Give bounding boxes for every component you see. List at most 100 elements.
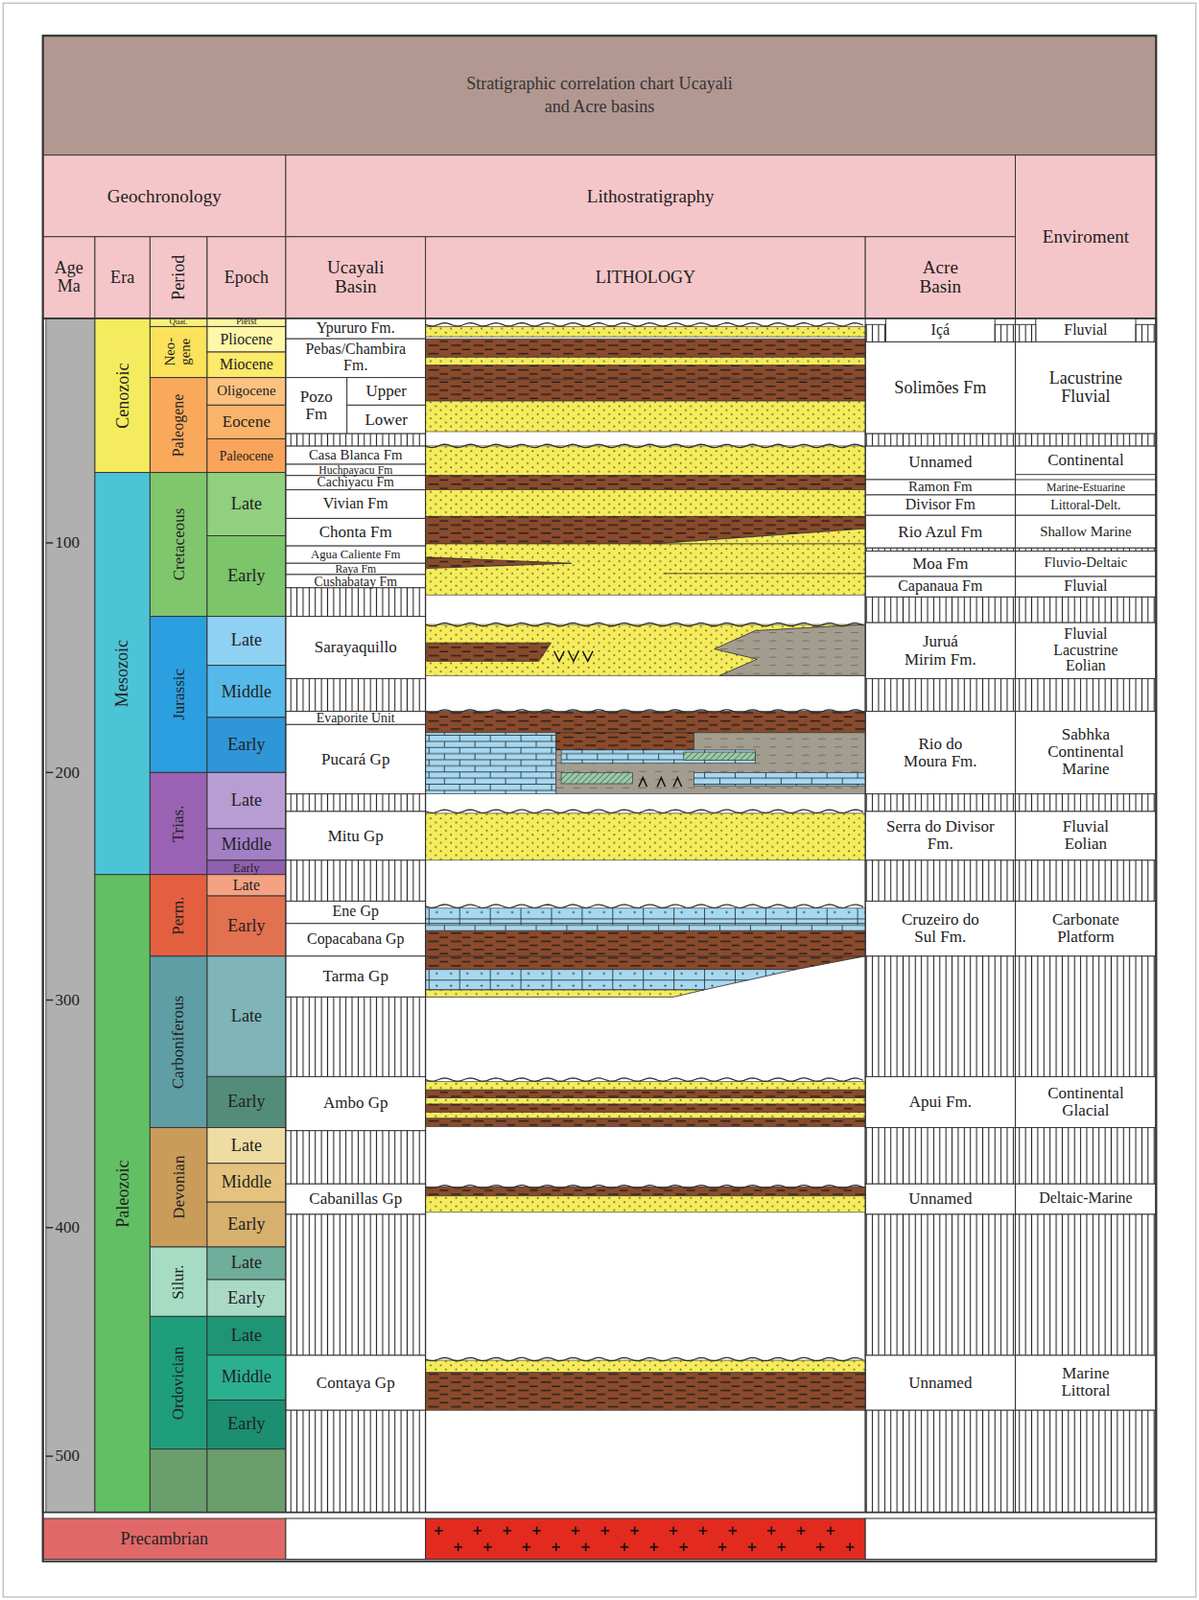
table-cell: [207, 956, 286, 1078]
table-cell-box: Precambrian: [43, 1518, 286, 1560]
cell-text: Late: [231, 1254, 262, 1273]
cell-text: Ramon Fm: [908, 479, 973, 495]
granite-plus: [829, 1526, 832, 1535]
table-cell-box: Period: [149, 236, 208, 319]
unconformity-line: [425, 323, 864, 327]
hiatus-hatch: [865, 324, 886, 342]
table-cell-box: Ambo Gp: [285, 1076, 426, 1130]
table-cell-box: Eocene: [207, 404, 286, 439]
table-cell-box: Marine-Estuarine: [1015, 479, 1157, 495]
cell-text: Age Ma: [48, 258, 91, 296]
cell-text: Early: [227, 735, 265, 754]
table-cell: [207, 1355, 286, 1401]
granite-basement: [425, 1518, 867, 1560]
table-cell: [865, 550, 1015, 577]
table-cell: [1015, 576, 1157, 597]
cell-text: Ypururo Fm.: [316, 320, 396, 337]
lithology-bed: [425, 516, 867, 544]
volcanic-symbol: [638, 777, 648, 788]
table-cell: [207, 1128, 286, 1164]
sand-wedge: [653, 528, 866, 544]
hiatus-hatch: [285, 996, 426, 1077]
shale-wedge: [426, 642, 552, 661]
chart-title-box: Stratigraphic correlation chart Ucayali …: [43, 35, 1157, 155]
cell-text: Early: [227, 1415, 265, 1435]
table-cell: [149, 1316, 208, 1449]
table-cell-box: Oligocene: [207, 377, 286, 406]
lithology-bed: [425, 379, 867, 401]
table-cell: [347, 404, 426, 434]
table-cell-box: Fluvial: [1015, 576, 1157, 597]
table-cell-box: Late: [207, 956, 286, 1078]
table-cell-box: LITHOLOGY: [425, 236, 867, 319]
hiatus-hatch: [1015, 794, 1157, 812]
cell-text: Middle: [221, 681, 272, 701]
cell-text: Sabhka Continental Marine: [1033, 727, 1140, 779]
table-cell: [285, 724, 426, 794]
cell-text: Sarayaquillo: [314, 638, 398, 657]
hiatus-hatch: [865, 956, 1015, 1078]
table-cell-box: 300: [54, 989, 95, 1011]
table-cell-box: Fluvio-Deltaic: [1015, 550, 1157, 577]
table-cell: [865, 622, 1015, 680]
cell-text: Huchpayacu Fm: [318, 464, 393, 476]
table-cell-box: Early: [207, 860, 286, 875]
cell-text: Carbonate Platform: [1038, 911, 1133, 946]
table-cell-box: Late: [207, 472, 286, 537]
cell-text: Paleocene: [219, 448, 274, 464]
column-line: [284, 318, 286, 1513]
table-cell: [285, 1518, 426, 1560]
table-cell-box: Ramon Fm: [865, 479, 1015, 495]
table-cell-box: Unnamed: [865, 1183, 1015, 1215]
cell-text: Copacabana Gp: [306, 931, 404, 948]
table-cell-box: Middle: [207, 1355, 286, 1401]
grey-facies: [714, 624, 866, 676]
cell-text: Agua Caliente Fm: [310, 547, 401, 561]
table-cell: [1035, 318, 1136, 342]
table-cell-box: Continental: [1015, 446, 1157, 475]
table-cell-box: Sarayaquillo: [285, 616, 426, 680]
hiatus-hatch: [1135, 324, 1156, 342]
evaporite: [561, 772, 633, 784]
table-cell-box: Deltaic-Marine: [1015, 1183, 1157, 1215]
lithology-bed: [425, 326, 867, 337]
sand-wedge: [425, 989, 705, 997]
cell-text: Divisor Fm: [905, 496, 976, 514]
table-cell-box: 100: [54, 532, 95, 553]
table-cell-box: Pliocene: [207, 326, 286, 353]
table-cell: [865, 811, 1015, 861]
cell-text: Mitu Gp: [328, 826, 384, 845]
lithology-bed: [425, 490, 867, 518]
cell-text: Apui Fm.: [909, 1093, 972, 1111]
table-cell-box: Late: [207, 1246, 286, 1280]
cell-text: Upper: [365, 382, 407, 400]
lithology-bed: [425, 813, 867, 861]
table-cell-box: Late: [207, 874, 286, 896]
granite-plus: [487, 1543, 490, 1552]
cell-text: Cachiyacu Fm: [317, 475, 395, 491]
table-cell: [207, 438, 286, 472]
table-cell-box: Paleozoic: [94, 874, 150, 1513]
table-cell: [865, 710, 1015, 794]
table-cell: [207, 1316, 286, 1355]
cell-text: 100: [54, 534, 80, 552]
age-tick: [46, 1226, 53, 1228]
table-cell-box: 500: [54, 1445, 95, 1466]
cell-text: 200: [54, 763, 80, 781]
cell-text: Middle: [221, 1368, 272, 1388]
hiatus-hatch: [865, 860, 1015, 902]
age-bar: [46, 318, 95, 1513]
volcanic-symbol: [554, 651, 565, 662]
column-line: [1014, 318, 1016, 1513]
cell-text: Early: [227, 916, 265, 936]
table-cell: [1015, 494, 1157, 516]
lithology-bed: [425, 1098, 867, 1105]
granite-plus: [751, 1543, 753, 1552]
cell-text: Moa Fm: [912, 555, 968, 573]
granite-plus: [525, 1543, 528, 1552]
cell-text: Cabanillas Gp: [308, 1190, 402, 1208]
cell-text: Jurassic: [169, 619, 188, 770]
lithology-bed: [425, 475, 867, 491]
table-cell-box: Ypururo Fm.: [285, 318, 426, 339]
table-cell-box: Pleist: [207, 318, 286, 328]
